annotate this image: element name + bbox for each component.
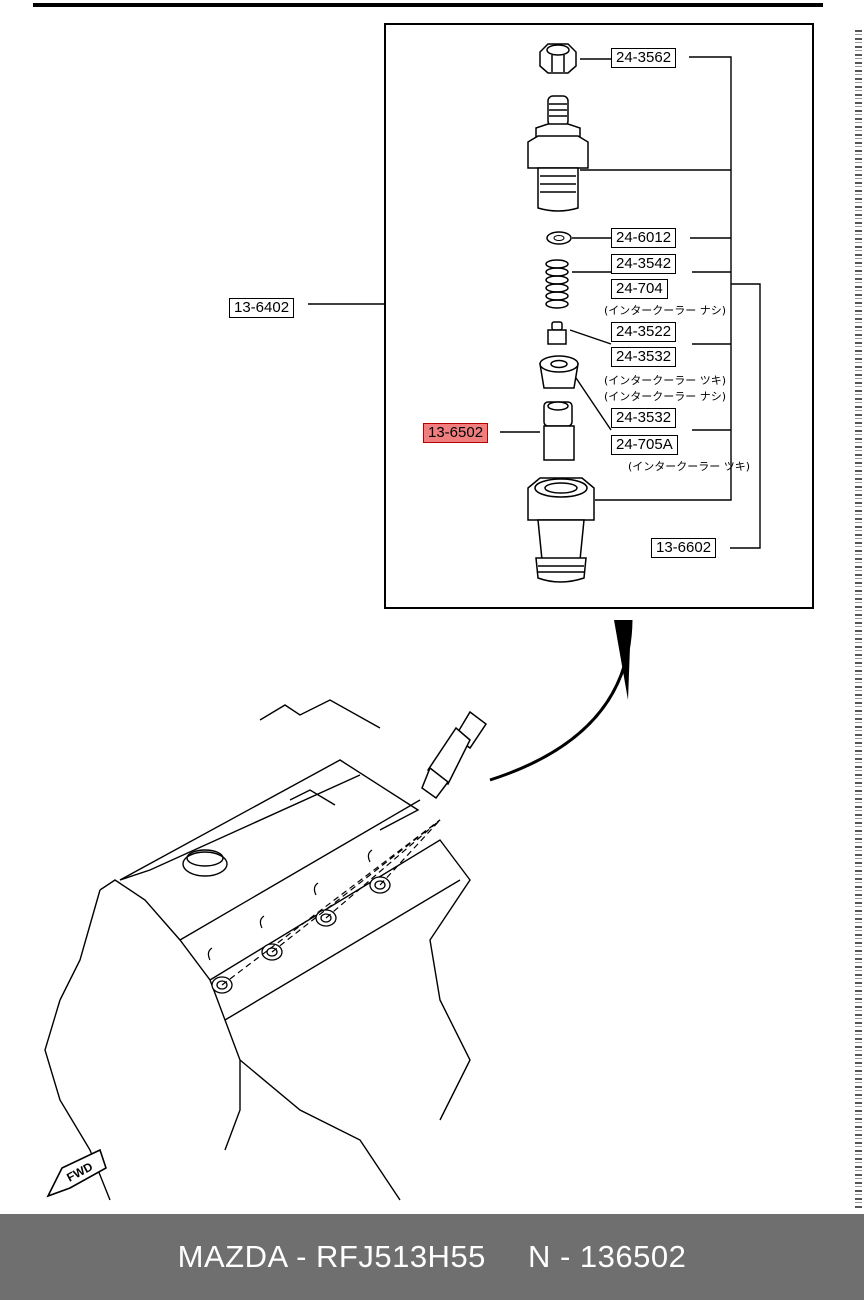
part-label-13-6402[interactable]: 13-6402 (229, 298, 295, 318)
part-label-24-3532[interactable]: 24-3532 (611, 347, 677, 367)
part-label-24-3522[interactable]: 24-3522 (611, 322, 677, 342)
callout-curve (489, 619, 633, 782)
part-label-24-705a[interactable]: 24-705A (611, 435, 678, 455)
port-washers (207, 849, 373, 961)
retaining-nut-part (527, 477, 595, 583)
part-label-24-704[interactable]: 24-704 (611, 279, 668, 299)
pin-part (547, 321, 567, 345)
footer-brand: MAZDA - RFJ513H55 (177, 1239, 486, 1274)
nozzle-part (543, 401, 575, 461)
footer-ref: N - 136502 (527, 1239, 687, 1274)
part-label-24-3542[interactable]: 24-3542 (611, 254, 677, 274)
spacer-part (539, 355, 579, 389)
part-label-13-6602[interactable]: 13-6602 (651, 538, 717, 558)
injector-ports (211, 876, 391, 994)
injector-part (421, 710, 488, 800)
part-label-24-6012[interactable]: 24-6012 (611, 228, 677, 248)
part-label-13-6502-highlighted[interactable]: 13-6502 (423, 423, 489, 443)
page-edge-strip (855, 30, 862, 1210)
parts-diagram (33, 3, 823, 1201)
footer-bar: MAZDA - RFJ513H55 N - 136502 (0, 1214, 864, 1300)
detail-box (384, 23, 814, 609)
part-label-24-3562[interactable]: 24-3562 (611, 48, 677, 68)
note-without-intercooler: (インタークーラー ナシ) (604, 304, 727, 317)
note-with-intercooler-2: (インタークーラー ツキ) (628, 460, 751, 473)
leader-lines (308, 56, 761, 549)
holder-top-part (527, 95, 589, 212)
part-label-24-3532-b[interactable]: 24-3532 (611, 408, 677, 428)
install-dashes (221, 819, 441, 986)
engine-outline (44, 699, 471, 1201)
spring-part (545, 259, 569, 309)
note-with-intercooler: (インタークーラー ツキ) (604, 374, 727, 387)
note-without-intercooler-2: (インタークーラー ナシ) (604, 390, 727, 403)
nut-part (539, 43, 577, 74)
fwd-arrow (46, 1148, 107, 1198)
